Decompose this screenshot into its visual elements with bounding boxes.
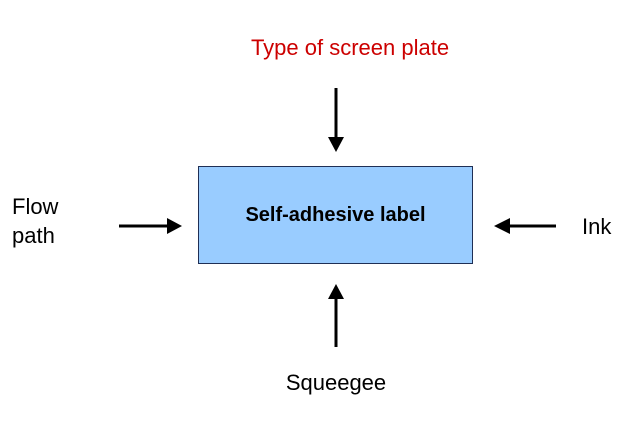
center-box: Self-adhesive label [198,166,473,264]
input-label-flow-path: Flow path [12,194,59,248]
input-label-ink: Ink [582,214,612,239]
arrow-left-right [119,218,182,234]
input-label-screen-plate: Type of screen plate [250,35,450,60]
arrow-bottom-up [328,284,344,347]
arrow-top-down [328,88,344,152]
arrow-right-left [494,218,556,234]
input-label-squeegee: Squeegee [285,370,387,395]
center-box-label: Self-adhesive label [245,203,426,226]
